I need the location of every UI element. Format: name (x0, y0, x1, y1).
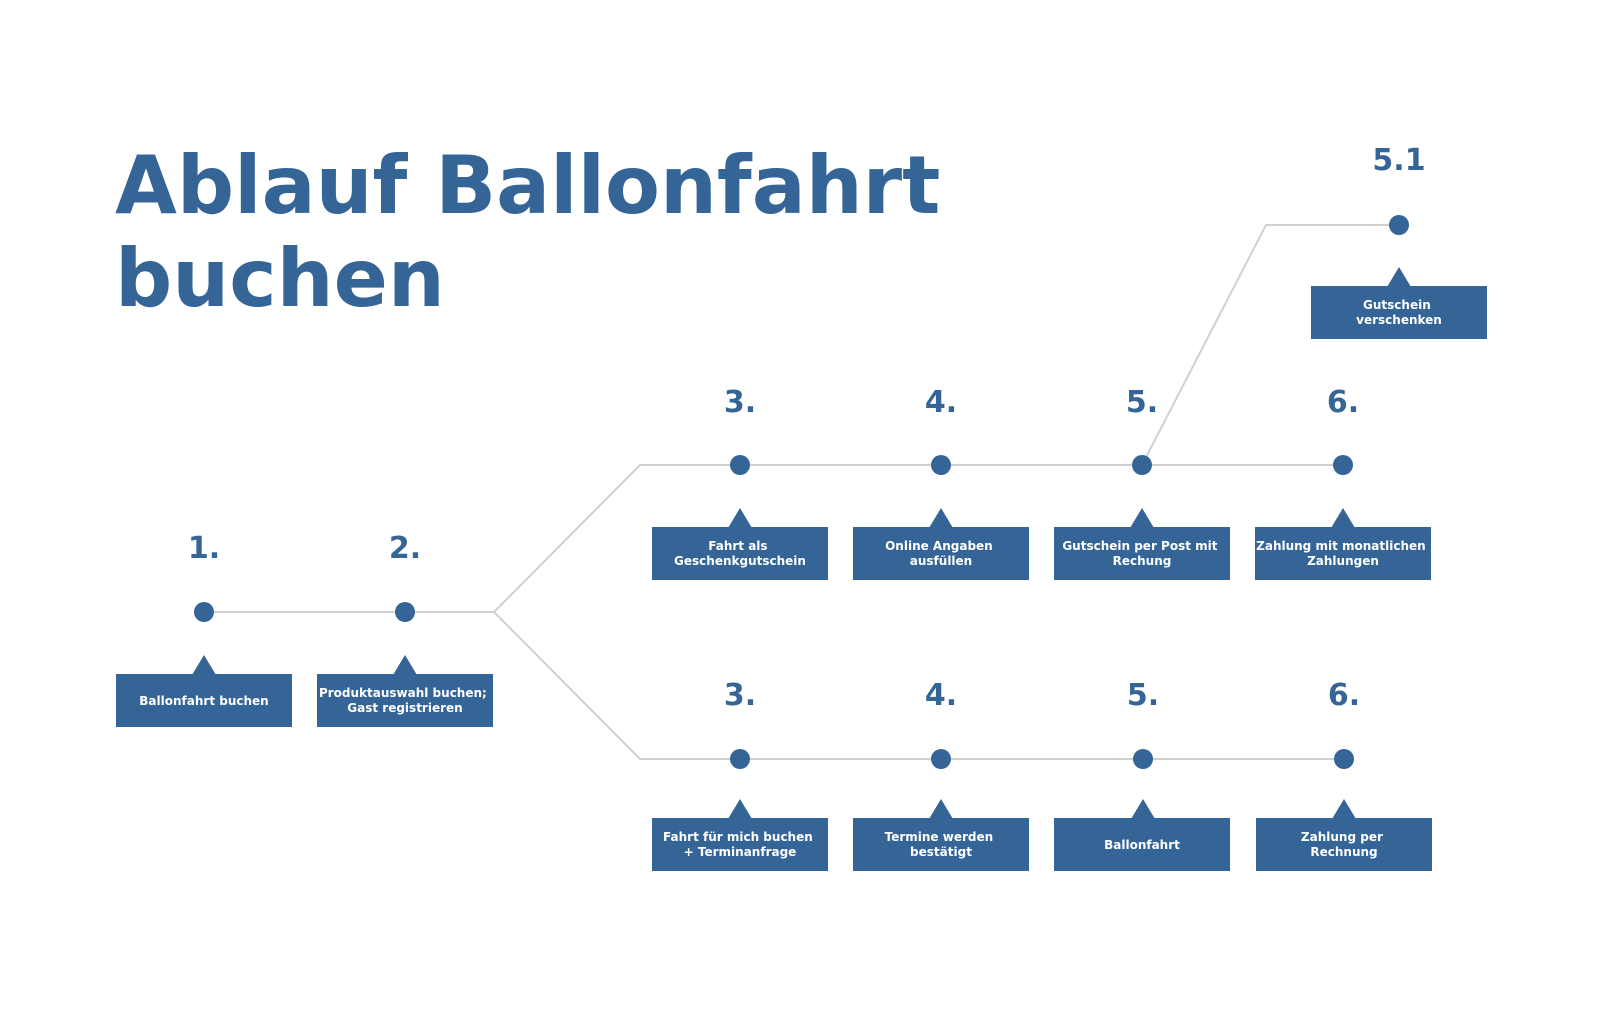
step-box (317, 674, 493, 727)
box-pointer (1131, 799, 1155, 819)
box-pointer (1387, 267, 1411, 287)
step-number: 5.1 (1372, 143, 1425, 178)
step-number: 1. (188, 531, 220, 566)
step-label: Zahlung mit monatlichen Zahlungen (1256, 539, 1430, 568)
step-1[interactable]: 1. Ballonfahrt buchen (116, 531, 292, 727)
step-label: Produktauswahl buchen; Gast registrieren (319, 686, 491, 715)
step-box (1256, 818, 1432, 871)
step-node (1389, 215, 1409, 235)
step-lower-3[interactable]: 3. Fahrt für mich buchen + Terminanfrage (652, 678, 828, 871)
step-box (1054, 527, 1230, 580)
box-pointer (1331, 508, 1355, 528)
page-title-line-1: Ablauf Ballonfahrt (115, 139, 940, 232)
step-number: 4. (925, 385, 957, 420)
step-box (1255, 527, 1431, 580)
step-label: Termine werden bestätigt (885, 830, 998, 859)
step-upper-4[interactable]: 4. Online Angaben ausfüllen (853, 385, 1029, 580)
step-lower-5[interactable]: 5. Ballonfahrt (1054, 678, 1230, 871)
box-pointer (1130, 508, 1154, 528)
step-node (1334, 749, 1354, 769)
box-pointer (1332, 799, 1356, 819)
page-title-line-2: buchen (115, 232, 445, 325)
box-pointer (728, 508, 752, 528)
step-number: 5. (1126, 385, 1158, 420)
step-upper-6[interactable]: 6. Zahlung mit monatlichen Zahlungen (1255, 385, 1431, 580)
connector-lower-branch (493, 611, 1344, 760)
step-box (652, 818, 828, 871)
step-upper-3[interactable]: 3. Fahrt als Geschenkgutschein (652, 385, 828, 580)
step-box (853, 527, 1029, 580)
box-pointer (728, 799, 752, 819)
step-box (853, 818, 1029, 871)
step-node (931, 455, 951, 475)
connectors (204, 224, 1399, 760)
step-box (652, 527, 828, 580)
box-pointer (393, 655, 417, 675)
step-number: 5. (1127, 678, 1159, 713)
connector-side-branch (1141, 224, 1399, 466)
connector-upper-branch (493, 464, 1343, 613)
step-number: 6. (1328, 678, 1360, 713)
step-label: Online Angaben ausfüllen (885, 539, 997, 568)
step-upper-5[interactable]: 5. Gutschein per Post mit Rechung (1054, 385, 1230, 580)
step-node (1333, 455, 1353, 475)
box-pointer (929, 799, 953, 819)
step-number: 2. (389, 531, 421, 566)
step-label: Ballonfahrt buchen (139, 694, 268, 708)
step-label: Gutschein per Post mit Rechung (1062, 539, 1221, 568)
step-node (730, 749, 750, 769)
step-lower-6[interactable]: 6. Zahlung per Rechnung (1256, 678, 1432, 871)
step-label: Fahrt als Geschenkgutschein (674, 539, 806, 568)
step-number: 6. (1327, 385, 1359, 420)
step-label: Fahrt für mich buchen + Terminanfrage (663, 830, 817, 859)
step-lower-4[interactable]: 4. Termine werden bestätigt (853, 678, 1029, 871)
step-box (116, 674, 292, 727)
step-number: 4. (925, 678, 957, 713)
step-node (1132, 455, 1152, 475)
box-pointer (192, 655, 216, 675)
step-label: Ballonfahrt (1104, 838, 1180, 852)
step-2[interactable]: 2. Produktauswahl buchen; Gast registrie… (317, 531, 493, 727)
step-label: Gutschein verschenken (1356, 298, 1442, 327)
step-node (1133, 749, 1153, 769)
step-box (1054, 818, 1230, 871)
step-node (194, 602, 214, 622)
step-label: Zahlung per Rechnung (1301, 830, 1387, 859)
step-node (730, 455, 750, 475)
step-upper-5-1[interactable]: 5.1 Gutschein verschenken (1311, 143, 1487, 339)
step-node (395, 602, 415, 622)
step-node (931, 749, 951, 769)
step-box (1311, 286, 1487, 339)
step-number: 3. (724, 385, 756, 420)
box-pointer (929, 508, 953, 528)
step-number: 3. (724, 678, 756, 713)
